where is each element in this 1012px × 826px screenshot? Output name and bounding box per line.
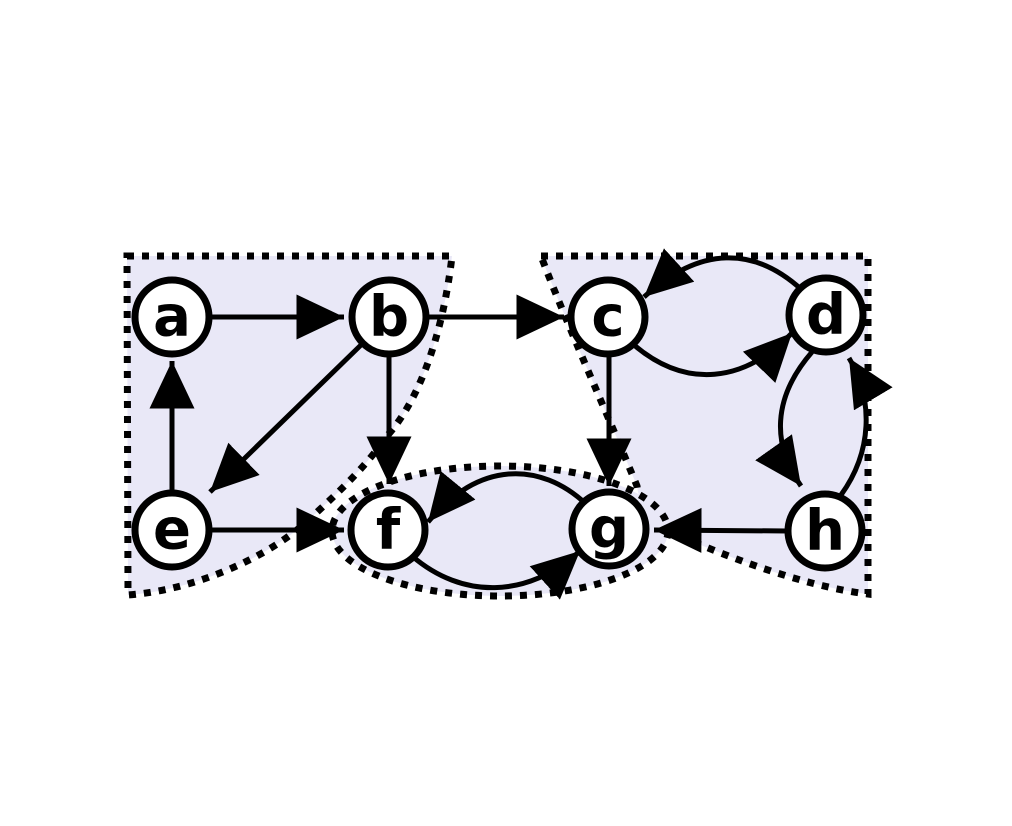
edge-g-f (426, 471, 588, 524)
node-g: g (568, 488, 650, 570)
scc-regions-layer (123, 252, 872, 600)
node-c: c (567, 276, 649, 358)
node-e-circle (131, 489, 213, 571)
edge-b-e (208, 342, 364, 494)
node-c-circle (567, 276, 649, 358)
edge-h-d (838, 356, 893, 497)
node-e-label: e (153, 498, 191, 563)
node-d-circle (785, 274, 867, 356)
edge-d-c (642, 248, 804, 299)
node-a: a (131, 276, 213, 358)
node-a-label: a (153, 285, 191, 350)
node-f: f (347, 489, 429, 571)
node-h: h (784, 490, 866, 572)
edges-layer (149, 248, 893, 600)
node-c-label: c (591, 285, 624, 350)
node-g-label: g (589, 497, 629, 562)
edge-d-h (755, 350, 814, 488)
node-f-circle (347, 489, 429, 571)
node-b: b (348, 276, 430, 358)
node-a-circle (131, 276, 213, 358)
node-e: e (131, 489, 213, 571)
node-h-label: h (805, 499, 845, 564)
edge-c-d (632, 331, 794, 383)
node-g-circle (568, 488, 650, 570)
node-f-label: f (376, 498, 401, 563)
node-b-circle (348, 276, 430, 358)
node-d-label: d (806, 283, 846, 348)
node-b-label: b (369, 285, 409, 350)
node-d: d (785, 274, 867, 356)
edge-f-g (410, 549, 582, 600)
node-h-circle (784, 490, 866, 572)
nodes-layer: a b c d e f g h (131, 274, 867, 572)
edge-h-g (653, 507, 788, 553)
